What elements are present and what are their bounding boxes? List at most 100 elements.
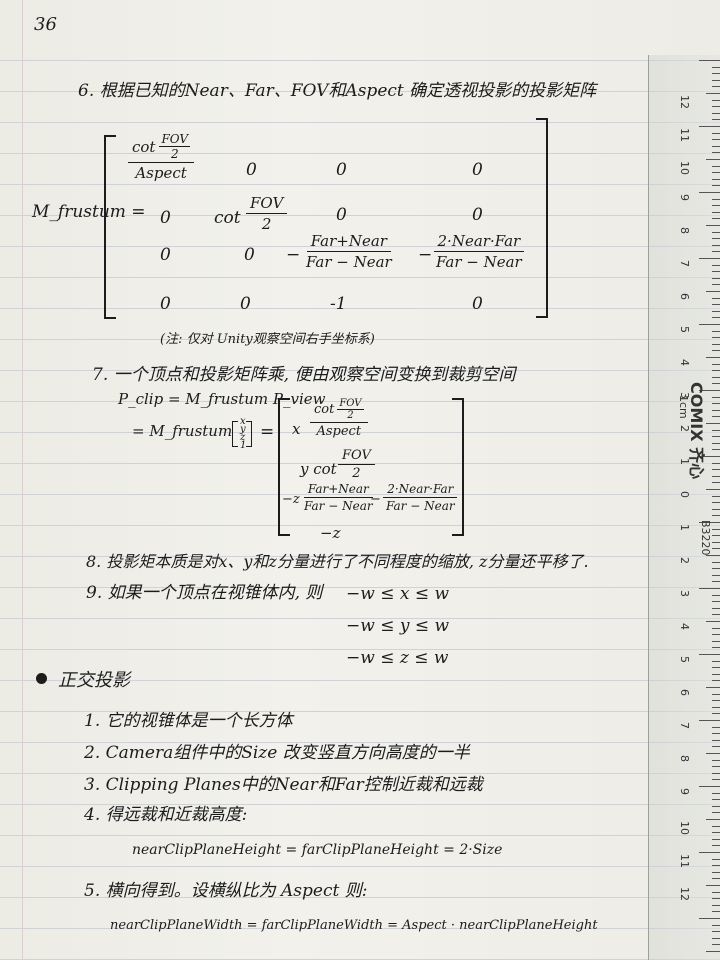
ruler-number: 7 <box>678 722 691 729</box>
m-r4c4: 0 <box>472 294 483 314</box>
ruler-number: 4 <box>678 623 691 630</box>
ortho-item-3: 3. Clipping Planes中的Near和Far控制近裁和远裁 <box>84 775 483 795</box>
ruler-tick <box>706 423 720 424</box>
ruler-tick <box>712 297 720 299</box>
ruler-tick <box>712 614 720 616</box>
ruler-tick <box>712 515 720 517</box>
ruler-tick <box>712 726 720 728</box>
ortho-item-4: 4. 得远裁和近裁高度: <box>84 805 248 825</box>
ruler-tick <box>712 779 720 781</box>
ruler-tick <box>712 667 720 669</box>
ruler-tick <box>706 951 720 952</box>
ruler-tick <box>712 535 720 537</box>
ruler-tick <box>712 680 720 682</box>
ruler-tick <box>712 244 720 246</box>
ruled-line <box>0 742 720 743</box>
m-r1c3: 0 <box>336 160 347 180</box>
ruled-line <box>0 122 720 123</box>
ruled-line <box>0 153 720 154</box>
ruler-tick <box>712 495 720 497</box>
res-row1-frac: cot FOV 2 Aspect <box>310 398 368 439</box>
ruler-tick <box>706 555 720 556</box>
ruler-tick <box>712 271 720 273</box>
ruler-tick <box>712 792 720 794</box>
ruler-tick <box>712 508 720 510</box>
two-text: 2 <box>261 215 272 233</box>
vector-left-bracket <box>232 421 238 447</box>
ruler-tick <box>712 139 720 141</box>
ruler-tick <box>699 654 720 655</box>
ruler-tick <box>712 541 720 543</box>
ruler-tick <box>712 673 720 675</box>
ruler-tick <box>699 852 720 853</box>
ruled-line <box>0 525 720 526</box>
ruler-tick <box>712 152 720 154</box>
m-r2c4: 0 <box>472 205 483 225</box>
m-frustum-times: = M_frustum <box>132 422 233 440</box>
ruler-tick <box>712 759 720 761</box>
ruler-tick <box>712 739 720 741</box>
ruler-tick <box>712 66 720 68</box>
ruler-tick <box>712 198 720 200</box>
ruled-line <box>0 277 720 278</box>
ruler-tick <box>712 409 720 411</box>
res-row3-frac2: 2·Near·Far Far − Near <box>382 482 459 513</box>
far-minus-near: Far − Near <box>306 253 392 271</box>
p-clip-line: P_clip = M_frustum P_view <box>118 390 326 408</box>
res-row3-pre: −z <box>282 492 300 507</box>
ruler-tick <box>712 937 720 939</box>
margin-line <box>22 0 23 960</box>
two-text: 2 <box>170 147 179 161</box>
ruler-tick <box>712 601 720 603</box>
ruler-tick <box>712 805 720 807</box>
ruler-number: 3 <box>678 590 691 597</box>
m-r3c4-sign: − <box>418 245 433 265</box>
ruler-tick <box>712 231 720 233</box>
ruler-number: 11 <box>678 854 691 868</box>
ruler-tick <box>712 370 720 372</box>
ruler-tick <box>712 878 720 880</box>
far-minus-near: Far − Near <box>386 499 455 513</box>
page-number: 36 <box>34 14 57 35</box>
two-text: 2 <box>347 410 354 421</box>
matrix-left-bracket <box>104 135 116 319</box>
m-r1c1: cot FOV 2 Aspect <box>128 132 195 182</box>
ruler-tick <box>712 86 720 88</box>
ruler-tick <box>699 258 720 259</box>
res-row3-frac1: Far+Near Far − Near <box>300 482 377 513</box>
ruler-tick <box>699 390 720 391</box>
result-right-bracket <box>452 398 464 536</box>
vec-y: y <box>240 424 246 435</box>
m-r2c2-frac: FOV 2 <box>246 194 288 233</box>
ruler-number: 1 <box>678 524 691 531</box>
ruler-tick <box>712 772 720 774</box>
ruler-tick <box>712 858 720 860</box>
ruler-tick <box>712 73 720 75</box>
ruler-tick <box>712 581 720 583</box>
ruler-tick <box>699 126 720 127</box>
m-r3c4: 2·Near·Far Far − Near <box>432 232 526 271</box>
ruled-line <box>0 866 720 867</box>
ruler-tick <box>712 106 720 108</box>
ruler-tick <box>712 561 720 563</box>
ruler-tick <box>706 357 720 358</box>
ruler-tick <box>712 337 720 339</box>
matrix-note: (注: 仅对 Unity观察空间右手坐标系) <box>160 332 375 347</box>
ruler-tick <box>712 132 720 134</box>
ruler-tick <box>712 383 720 385</box>
ruler-tick <box>712 746 720 748</box>
ruler-number: 11 <box>678 128 691 142</box>
res-row2: y cot <box>300 460 337 478</box>
ruled-line <box>0 804 720 805</box>
ruler-tick <box>712 251 720 253</box>
ruler-tick <box>699 786 720 787</box>
ruler-tick <box>712 350 720 352</box>
vector-right-bracket <box>246 421 252 447</box>
ruler-tick <box>712 871 720 873</box>
cot-text: cot <box>314 402 335 417</box>
ruler-tick <box>712 442 720 444</box>
m-r3c2: 0 <box>244 245 255 265</box>
ruler-tick <box>712 832 720 834</box>
